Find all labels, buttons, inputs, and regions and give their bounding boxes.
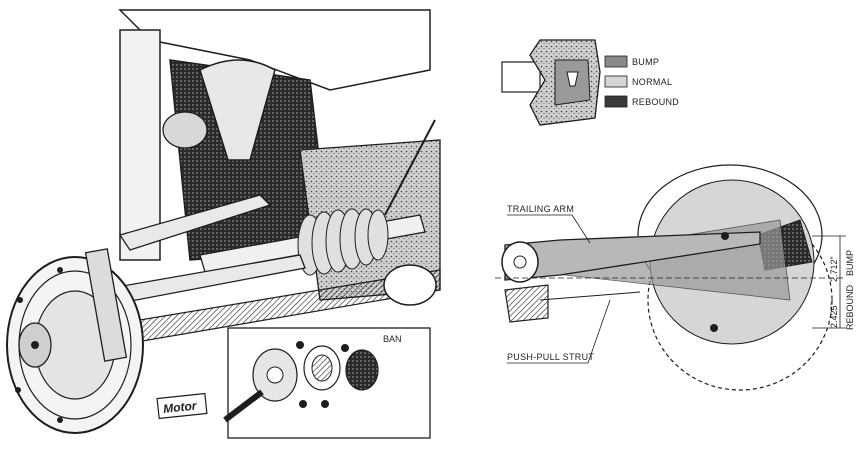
frame-column	[119, 29, 161, 261]
rebound-dim-value: 2.425"	[829, 302, 839, 328]
strut-label: PUSH-PULL STRUT	[507, 352, 594, 362]
strut-callout: PUSH-PULL STRUT	[507, 299, 611, 364]
legend-item-normal: NORMAL	[604, 75, 672, 88]
artist-initials: BAN	[383, 334, 402, 344]
rebound-dim-word: REBOUND	[845, 284, 855, 330]
shaft	[501, 61, 541, 93]
trailing-arm-callout: TRAILING ARM	[507, 204, 591, 244]
ball-3	[299, 400, 307, 408]
rebound-swatch	[604, 95, 628, 108]
joint-detail-inset	[223, 327, 431, 439]
joint-part-2	[303, 345, 341, 391]
trailing-arm	[504, 231, 761, 281]
publisher-name: Motor	[162, 398, 198, 416]
lamp	[383, 264, 437, 306]
push-pull-strut	[504, 284, 549, 323]
rubber-void	[566, 71, 579, 87]
bump-dim-word: BUMP	[845, 250, 855, 276]
joint-part-1	[223, 348, 298, 423]
pivot-bore	[513, 255, 527, 269]
upright	[84, 248, 128, 362]
rebound-dimension: 2.425" REBOUND	[812, 278, 855, 330]
damper-unit	[199, 59, 276, 161]
bump-dim-value: 2.712"	[829, 256, 839, 282]
bump-dimension: 2.712" BUMP	[812, 235, 855, 282]
bump-stop	[162, 111, 208, 149]
trailing-arm-diagram: 2.712" BUMP 2.425" REBOUND TRAILING ARM …	[495, 164, 855, 391]
cutaway-drawing: BAN Motor	[6, 9, 441, 439]
bump-swatch	[604, 55, 628, 68]
rebound-centre	[710, 324, 718, 332]
rack-gaiter	[297, 208, 389, 276]
trailing-arm-label: TRAILING ARM	[507, 204, 574, 214]
ball-2	[321, 400, 329, 408]
legend: BUMP NORMAL REBOUND	[604, 55, 679, 108]
upper-wishbone	[118, 194, 272, 251]
ball-1	[296, 341, 304, 349]
ball-4	[341, 344, 349, 352]
legend-item-rebound: REBOUND	[604, 95, 679, 108]
publisher-logo: Motor	[156, 392, 208, 420]
legend-label-bump: BUMP	[632, 57, 659, 67]
legend-label-rebound: REBOUND	[632, 97, 679, 107]
legend-label-normal: NORMAL	[632, 77, 672, 87]
bump-centre	[721, 232, 729, 240]
joint-part-3	[345, 349, 379, 391]
strut-rod	[539, 291, 641, 301]
bump-stop-section	[501, 39, 601, 126]
normal-swatch	[604, 75, 628, 88]
pinion-shaft	[384, 119, 436, 216]
legend-item-bump: BUMP	[604, 55, 659, 68]
